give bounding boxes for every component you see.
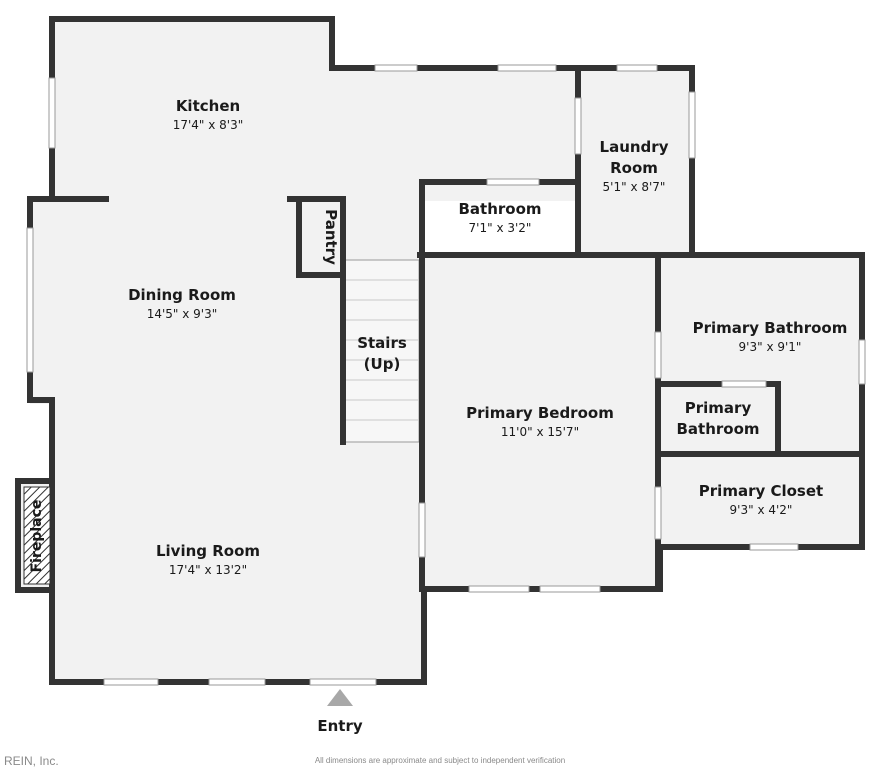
laundry-dim: 5'1" x 8'7" — [603, 180, 666, 194]
entry-arrow-icon — [327, 689, 353, 706]
entry-label: Entry — [317, 717, 362, 735]
fireplace-hatch — [23, 486, 51, 585]
primary-closet-name: Primary Closet — [699, 482, 823, 500]
kitchen-dim: 17'4" x 8'3" — [173, 118, 244, 132]
stairs-name-1: Stairs — [357, 334, 407, 352]
laundry-name-1: Laundry — [600, 138, 669, 156]
primary-bedroom-name: Primary Bedroom — [466, 404, 614, 422]
primary-bathroom-small-name-2: Bathroom — [676, 420, 759, 438]
bathroom-dim: 7'1" x 3'2" — [469, 221, 532, 235]
dining-dim: 14'5" x 9'3" — [147, 307, 218, 321]
laundry-name-2: Room — [610, 159, 658, 177]
floor-area — [20, 19, 863, 682]
primary-closet-dim: 9'3" x 4'2" — [730, 503, 793, 517]
primary-bathroom-small-name-1: Primary — [685, 399, 752, 417]
dining-name: Dining Room — [128, 286, 236, 304]
windows — [26, 64, 866, 686]
living-dim: 17'4" x 13'2" — [169, 563, 247, 577]
stairs-name-2: (Up) — [364, 355, 401, 373]
pantry-name: Pantry — [322, 209, 340, 265]
kitchen-name: Kitchen — [176, 97, 240, 115]
living-name: Living Room — [156, 542, 260, 560]
footer-disclaimer: All dimensions are approximate and subje… — [315, 756, 565, 765]
primary-bathroom-dim: 9'3" x 9'1" — [739, 340, 802, 354]
primary-bathroom-name: Primary Bathroom — [693, 319, 848, 337]
fireplace-name: Fireplace — [29, 500, 45, 573]
bathroom-name: Bathroom — [458, 200, 541, 218]
footer-brand: REIN, Inc. — [4, 754, 59, 768]
primary-bedroom-dim: 11'0" x 15'7" — [501, 425, 579, 439]
